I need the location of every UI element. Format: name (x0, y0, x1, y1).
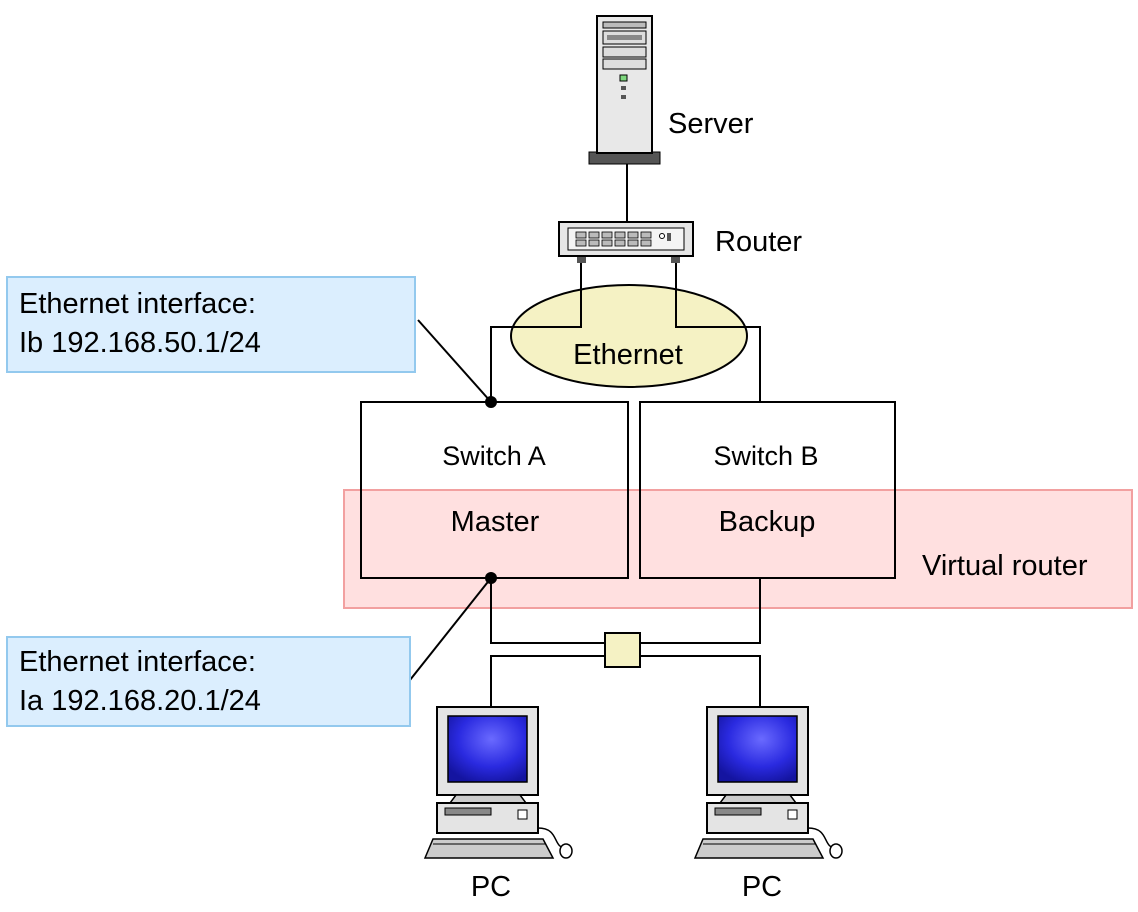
virtual-router-label: Virtual router (922, 550, 1088, 582)
master-label: Master (451, 506, 540, 538)
switch-b-box (639, 401, 896, 579)
pc-right-label: PC (742, 871, 782, 903)
interface-ia-dot (485, 572, 497, 584)
callout-upper-box (6, 276, 416, 373)
ethernet-label: Ethernet (573, 339, 683, 371)
callout-lower-box (6, 636, 411, 727)
pc-right-icon (693, 706, 843, 859)
callout-upper-line1: Ethernet interface: (19, 288, 256, 320)
router-label: Router (715, 226, 802, 258)
interface-ib-dot (485, 396, 497, 408)
server-icon (588, 15, 661, 165)
callout-lower-line1: Ethernet interface: (19, 646, 256, 678)
connection-lines (409, 164, 761, 708)
ethernet-segment (510, 284, 748, 388)
virtual-router-region (343, 489, 1133, 609)
backup-label: Backup (719, 506, 816, 538)
callout-upper-line2: Ib 192.168.50.1/24 (19, 327, 261, 359)
switch-a-label: Switch A (442, 441, 546, 471)
switch-b-label: Switch B (713, 441, 818, 471)
router-icon (558, 221, 694, 263)
pc-left-label: PC (471, 871, 511, 903)
pc-left-icon (423, 706, 573, 859)
server-label: Server (668, 108, 754, 140)
callout-lower-line2: Ia 192.168.20.1/24 (19, 685, 261, 717)
hub (604, 632, 641, 668)
